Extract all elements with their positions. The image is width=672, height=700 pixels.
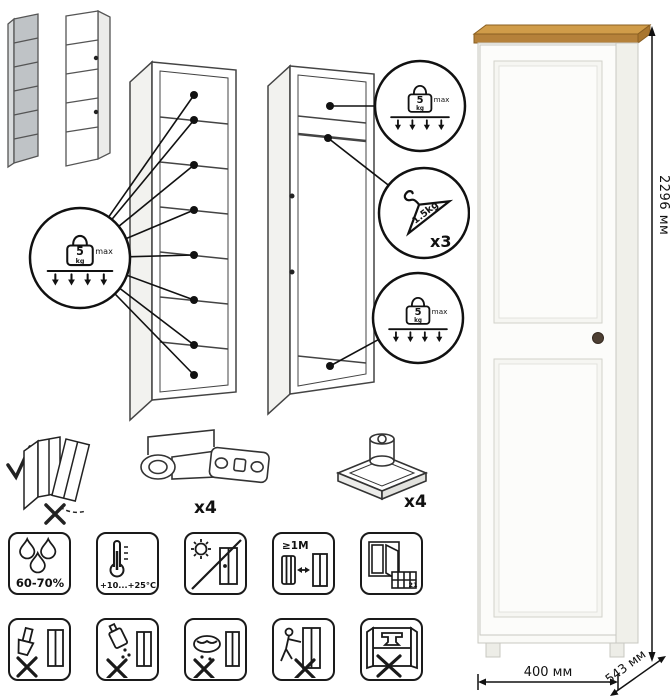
leg-icon bbox=[335, 433, 429, 501]
heat-distance-icon bbox=[280, 552, 328, 587]
weight-limit-icon: 5 kg max bbox=[390, 84, 450, 131]
assembly-diagram: 5 kg max 5 kg max bbox=[7, 9, 470, 422]
no-sharp-tools-icon bbox=[15, 626, 64, 678]
door-knob bbox=[592, 332, 604, 344]
care-icon-no-solvents bbox=[96, 618, 159, 681]
care-icon-heat-distance: ≥1M bbox=[272, 532, 335, 595]
care-icon-no-heavy-load bbox=[360, 618, 423, 681]
shelf-cabinet-diagram bbox=[129, 60, 237, 422]
hardware-diagram: x4 x4 bbox=[6, 429, 429, 525]
wood-top bbox=[472, 24, 652, 44]
dimension-width-arrow bbox=[477, 674, 619, 690]
mini-cabinet-outline-icon bbox=[65, 9, 111, 167]
weight-unit: kg bbox=[414, 318, 422, 324]
leg-count-label: x4 bbox=[404, 492, 427, 512]
no-wet-cleaning-icon bbox=[192, 630, 240, 678]
window-number-label: 21 bbox=[408, 581, 418, 589]
wardrobe-feet bbox=[485, 642, 625, 658]
dimension-depth-arrow bbox=[610, 656, 666, 696]
wardrobe-body bbox=[477, 42, 639, 644]
humidity-label: 60-70% bbox=[15, 576, 64, 590]
care-icon-humidity: 60-70% bbox=[8, 532, 71, 595]
window-ventilation-icon bbox=[367, 540, 417, 589]
hinge-icon bbox=[140, 429, 270, 484]
care-icon-temperature: +10...+25°C bbox=[96, 532, 159, 595]
care-icon-no-sunlight bbox=[184, 532, 247, 595]
care-icon-no-wet-cleaning bbox=[184, 618, 247, 681]
water-drops-icon bbox=[18, 536, 56, 573]
hanger-circle bbox=[377, 166, 470, 260]
weight-limit-icon: 5 kg max bbox=[46, 234, 114, 286]
weight-max-label: max bbox=[432, 307, 448, 316]
weight-max-label: max bbox=[434, 95, 450, 104]
care-icon-no-pushing bbox=[272, 618, 335, 681]
no-pushing-icon bbox=[279, 626, 321, 678]
care-icon-ventilation: 21 bbox=[360, 532, 423, 595]
no-solvents-icon bbox=[105, 622, 152, 678]
hanger-count-label: x3 bbox=[430, 232, 451, 251]
weight-unit: kg bbox=[76, 257, 85, 265]
pointer-dots bbox=[190, 91, 334, 379]
thermometer-icon bbox=[109, 539, 128, 577]
temperature-label: +10...+25°C bbox=[100, 580, 156, 590]
weight-limit-icon: 5 kg max bbox=[388, 296, 448, 343]
anti-tip-warning-icon bbox=[6, 436, 91, 525]
no-heavy-load-icon bbox=[365, 625, 418, 678]
hinge-count-label: x4 bbox=[194, 498, 217, 518]
dimension-height-arrow bbox=[648, 26, 656, 662]
care-icon-no-sharp-tools bbox=[8, 618, 71, 681]
dimension-width-label: 400 мм bbox=[524, 665, 573, 680]
mini-cabinet-filled-icon bbox=[7, 13, 39, 169]
weight-value: 5 bbox=[76, 245, 84, 258]
product-render: 400 мм 543 мм bbox=[472, 24, 666, 696]
dimension-depth-label: 543 мм bbox=[602, 646, 648, 686]
sunlight-warning-icon bbox=[190, 538, 242, 590]
weight-value: 5 bbox=[417, 95, 424, 106]
weight-unit: kg bbox=[416, 106, 424, 112]
hanging-cabinet-diagram bbox=[267, 64, 375, 416]
weight-value: 5 bbox=[415, 307, 422, 318]
dimension-height-label: 2296 мм bbox=[656, 175, 671, 236]
weight-max-label: max bbox=[95, 247, 113, 256]
min-distance-label: ≥1M bbox=[282, 540, 309, 552]
